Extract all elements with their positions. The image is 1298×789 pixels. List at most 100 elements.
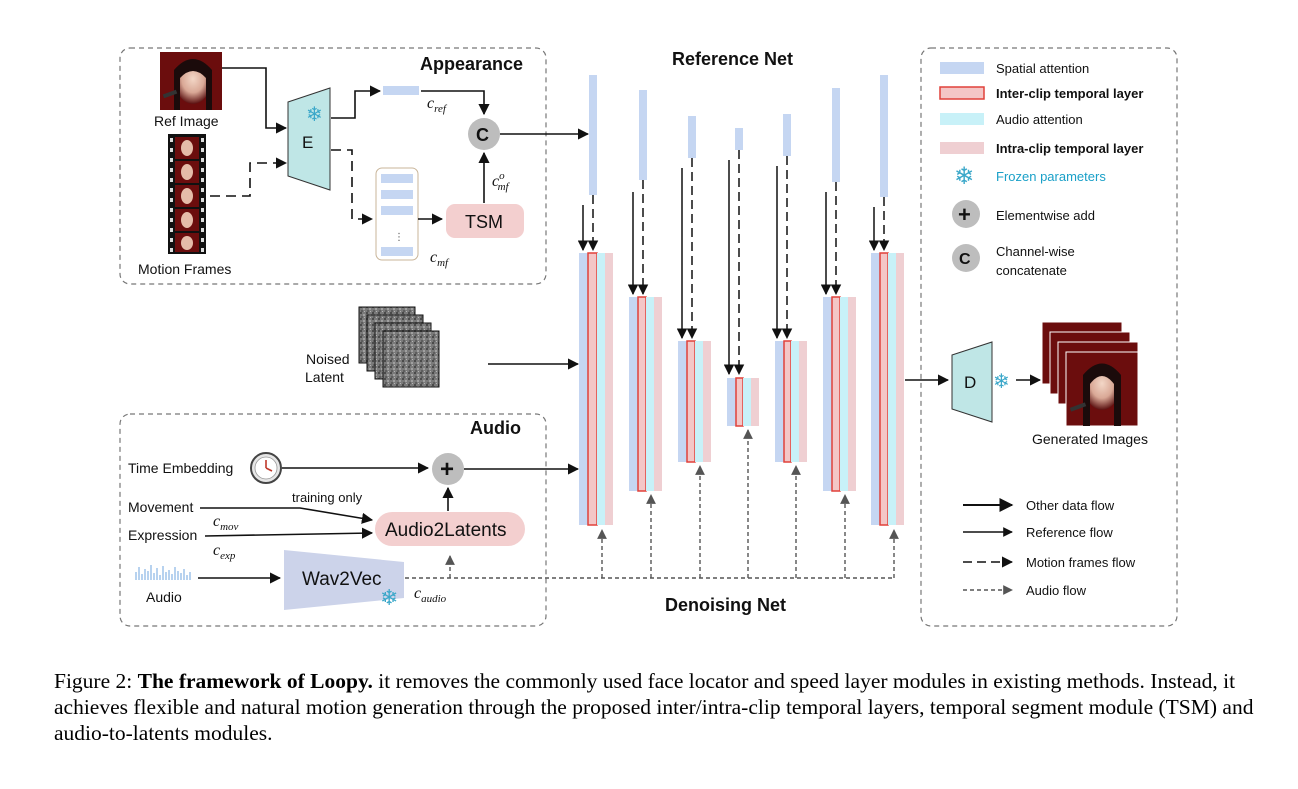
movement-label: Movement bbox=[128, 499, 193, 515]
generated-images bbox=[1041, 321, 1139, 427]
denoising-net-title: Denoising Net bbox=[665, 595, 786, 615]
audio2latents-label: Audio2Latents bbox=[385, 520, 507, 541]
unet-block-3 bbox=[678, 340, 711, 463]
legend-label-audio-attn: Audio attention bbox=[996, 112, 1083, 127]
legend-add-symbol-label: + bbox=[958, 202, 971, 227]
c-ref-label: cref bbox=[427, 95, 448, 115]
legend-label-motion: Motion frames flow bbox=[1026, 555, 1136, 570]
ref-block bbox=[735, 128, 743, 150]
reference-net bbox=[589, 75, 888, 197]
c-ref-token bbox=[383, 86, 419, 95]
audio-title: Audio bbox=[470, 418, 521, 438]
motion-tokens bbox=[381, 174, 413, 256]
noised-latent bbox=[358, 306, 440, 388]
legend-label-intra-clip: Intra-clip temporal layer bbox=[996, 141, 1143, 156]
caption-prefix: Figure 2: bbox=[54, 669, 138, 693]
time-embedding-label: Time Embedding bbox=[128, 460, 233, 476]
legend-label-reference: Reference flow bbox=[1026, 525, 1113, 540]
legend-label-concat-2: concatenate bbox=[996, 263, 1067, 278]
ref-block bbox=[589, 75, 597, 195]
wav2vec-block bbox=[284, 550, 404, 610]
noised-latent-label-2: Latent bbox=[305, 369, 344, 385]
legend-label-frozen: Frozen parameters bbox=[996, 169, 1106, 184]
ref-block bbox=[880, 75, 888, 197]
wav2vec-snowflake-icon: ❄ bbox=[380, 585, 398, 610]
motion-frames-label: Motion Frames bbox=[138, 261, 231, 277]
legend-label-add: Elementwise add bbox=[996, 208, 1095, 223]
legend-label-spatial: Spatial attention bbox=[996, 61, 1089, 76]
unet-block-4 bbox=[727, 377, 759, 427]
unet-block-7 bbox=[871, 252, 904, 526]
audio-frame bbox=[119, 413, 547, 627]
legend-swatch-inter-clip bbox=[939, 86, 985, 100]
denoising-net bbox=[579, 252, 904, 526]
unet-block-1 bbox=[579, 252, 613, 526]
cref-to-concat-arrow bbox=[421, 90, 490, 116]
unet-block-5 bbox=[775, 340, 807, 463]
training-only-label: training only bbox=[292, 490, 363, 505]
decoder-d bbox=[951, 341, 993, 423]
movement-to-a2l-arrow bbox=[200, 507, 374, 524]
figure-caption: Figure 2: The framework of Loopy. it rem… bbox=[54, 668, 1254, 746]
tsm-label: TSM bbox=[465, 212, 503, 232]
audio2latents-block bbox=[375, 512, 525, 546]
ref-block bbox=[832, 88, 840, 182]
snowflake-icon: ❄ bbox=[306, 104, 323, 126]
ref-image-label: Ref Image bbox=[154, 113, 219, 129]
legend-label-other: Other data flow bbox=[1026, 498, 1115, 513]
legend-label-audio: Audio flow bbox=[1026, 583, 1087, 598]
c-exp-label: cexp bbox=[213, 542, 236, 562]
legend-concat-symbol-label: C bbox=[959, 251, 971, 268]
encoder-to-cref-arrow bbox=[331, 85, 382, 119]
legend-concat-symbol bbox=[952, 244, 980, 272]
unet-block-2 bbox=[629, 296, 662, 492]
ref-block bbox=[688, 116, 696, 158]
concat-symbol bbox=[468, 118, 500, 150]
reference-net-title: Reference Net bbox=[672, 49, 793, 69]
legend-label-inter-clip: Inter-clip temporal layer bbox=[996, 86, 1143, 101]
encoder-e bbox=[287, 87, 331, 191]
legend: Spatial attention Inter-clip temporal la… bbox=[920, 47, 1178, 627]
wav2vec-label: Wav2Vec bbox=[302, 569, 382, 590]
caption-bold: The framework of Loopy. bbox=[137, 669, 373, 693]
add-symbol-label: + bbox=[440, 456, 454, 483]
noised-latent-label-1: Noised bbox=[306, 351, 350, 367]
legend-frame bbox=[920, 47, 1178, 627]
legend-snowflake-icon: ❄ bbox=[954, 163, 974, 190]
appearance-title: Appearance bbox=[420, 54, 523, 74]
expression-label: Expression bbox=[128, 527, 197, 543]
decoder-d-label: D bbox=[964, 373, 976, 392]
appearance-frame bbox=[119, 47, 547, 285]
decoder-snowflake-icon: ❄ bbox=[993, 371, 1010, 393]
audio-label: Audio bbox=[146, 589, 182, 605]
ref-block bbox=[783, 114, 791, 156]
ref-image bbox=[160, 52, 222, 110]
c-audio-label: caudio bbox=[414, 585, 447, 605]
legend-swatch-audio-attn bbox=[940, 113, 984, 125]
appearance-module: Appearance Ref Image Motion Frames bbox=[119, 47, 590, 285]
reference-connectors bbox=[577, 150, 890, 376]
unet-block-6 bbox=[823, 296, 856, 492]
add-symbol bbox=[432, 453, 464, 485]
ref-block bbox=[639, 90, 647, 180]
motion-tokens-dots: ⋮ bbox=[394, 232, 404, 243]
motion-to-encoder-arrow bbox=[210, 157, 288, 197]
concat-symbol-label: C bbox=[476, 125, 489, 145]
caption-text: it removes the commonly used face locato… bbox=[54, 669, 1254, 745]
encoder-e-label: E bbox=[302, 133, 313, 152]
loopy-framework-diagram: Appearance Ref Image Motion Frames bbox=[119, 47, 1178, 627]
audio-waveform-icon bbox=[135, 565, 191, 580]
expression-to-a2l-arrow bbox=[204, 527, 374, 539]
audio-module: Audio Time Embedding + Movement training… bbox=[119, 413, 580, 627]
c-mf-label: cmf bbox=[430, 249, 450, 269]
legend-swatch-spatial bbox=[940, 62, 984, 74]
clock-icon bbox=[250, 452, 282, 484]
legend-add-symbol bbox=[952, 200, 980, 228]
generated-images-label: Generated Images bbox=[1032, 431, 1148, 447]
tsm-block bbox=[446, 204, 524, 238]
motion-frames-strip bbox=[168, 134, 206, 254]
ref-to-encoder-arrow bbox=[222, 67, 288, 134]
audio-flow-lines bbox=[405, 429, 899, 579]
legend-label-concat-1: Channel-wise bbox=[996, 244, 1075, 259]
